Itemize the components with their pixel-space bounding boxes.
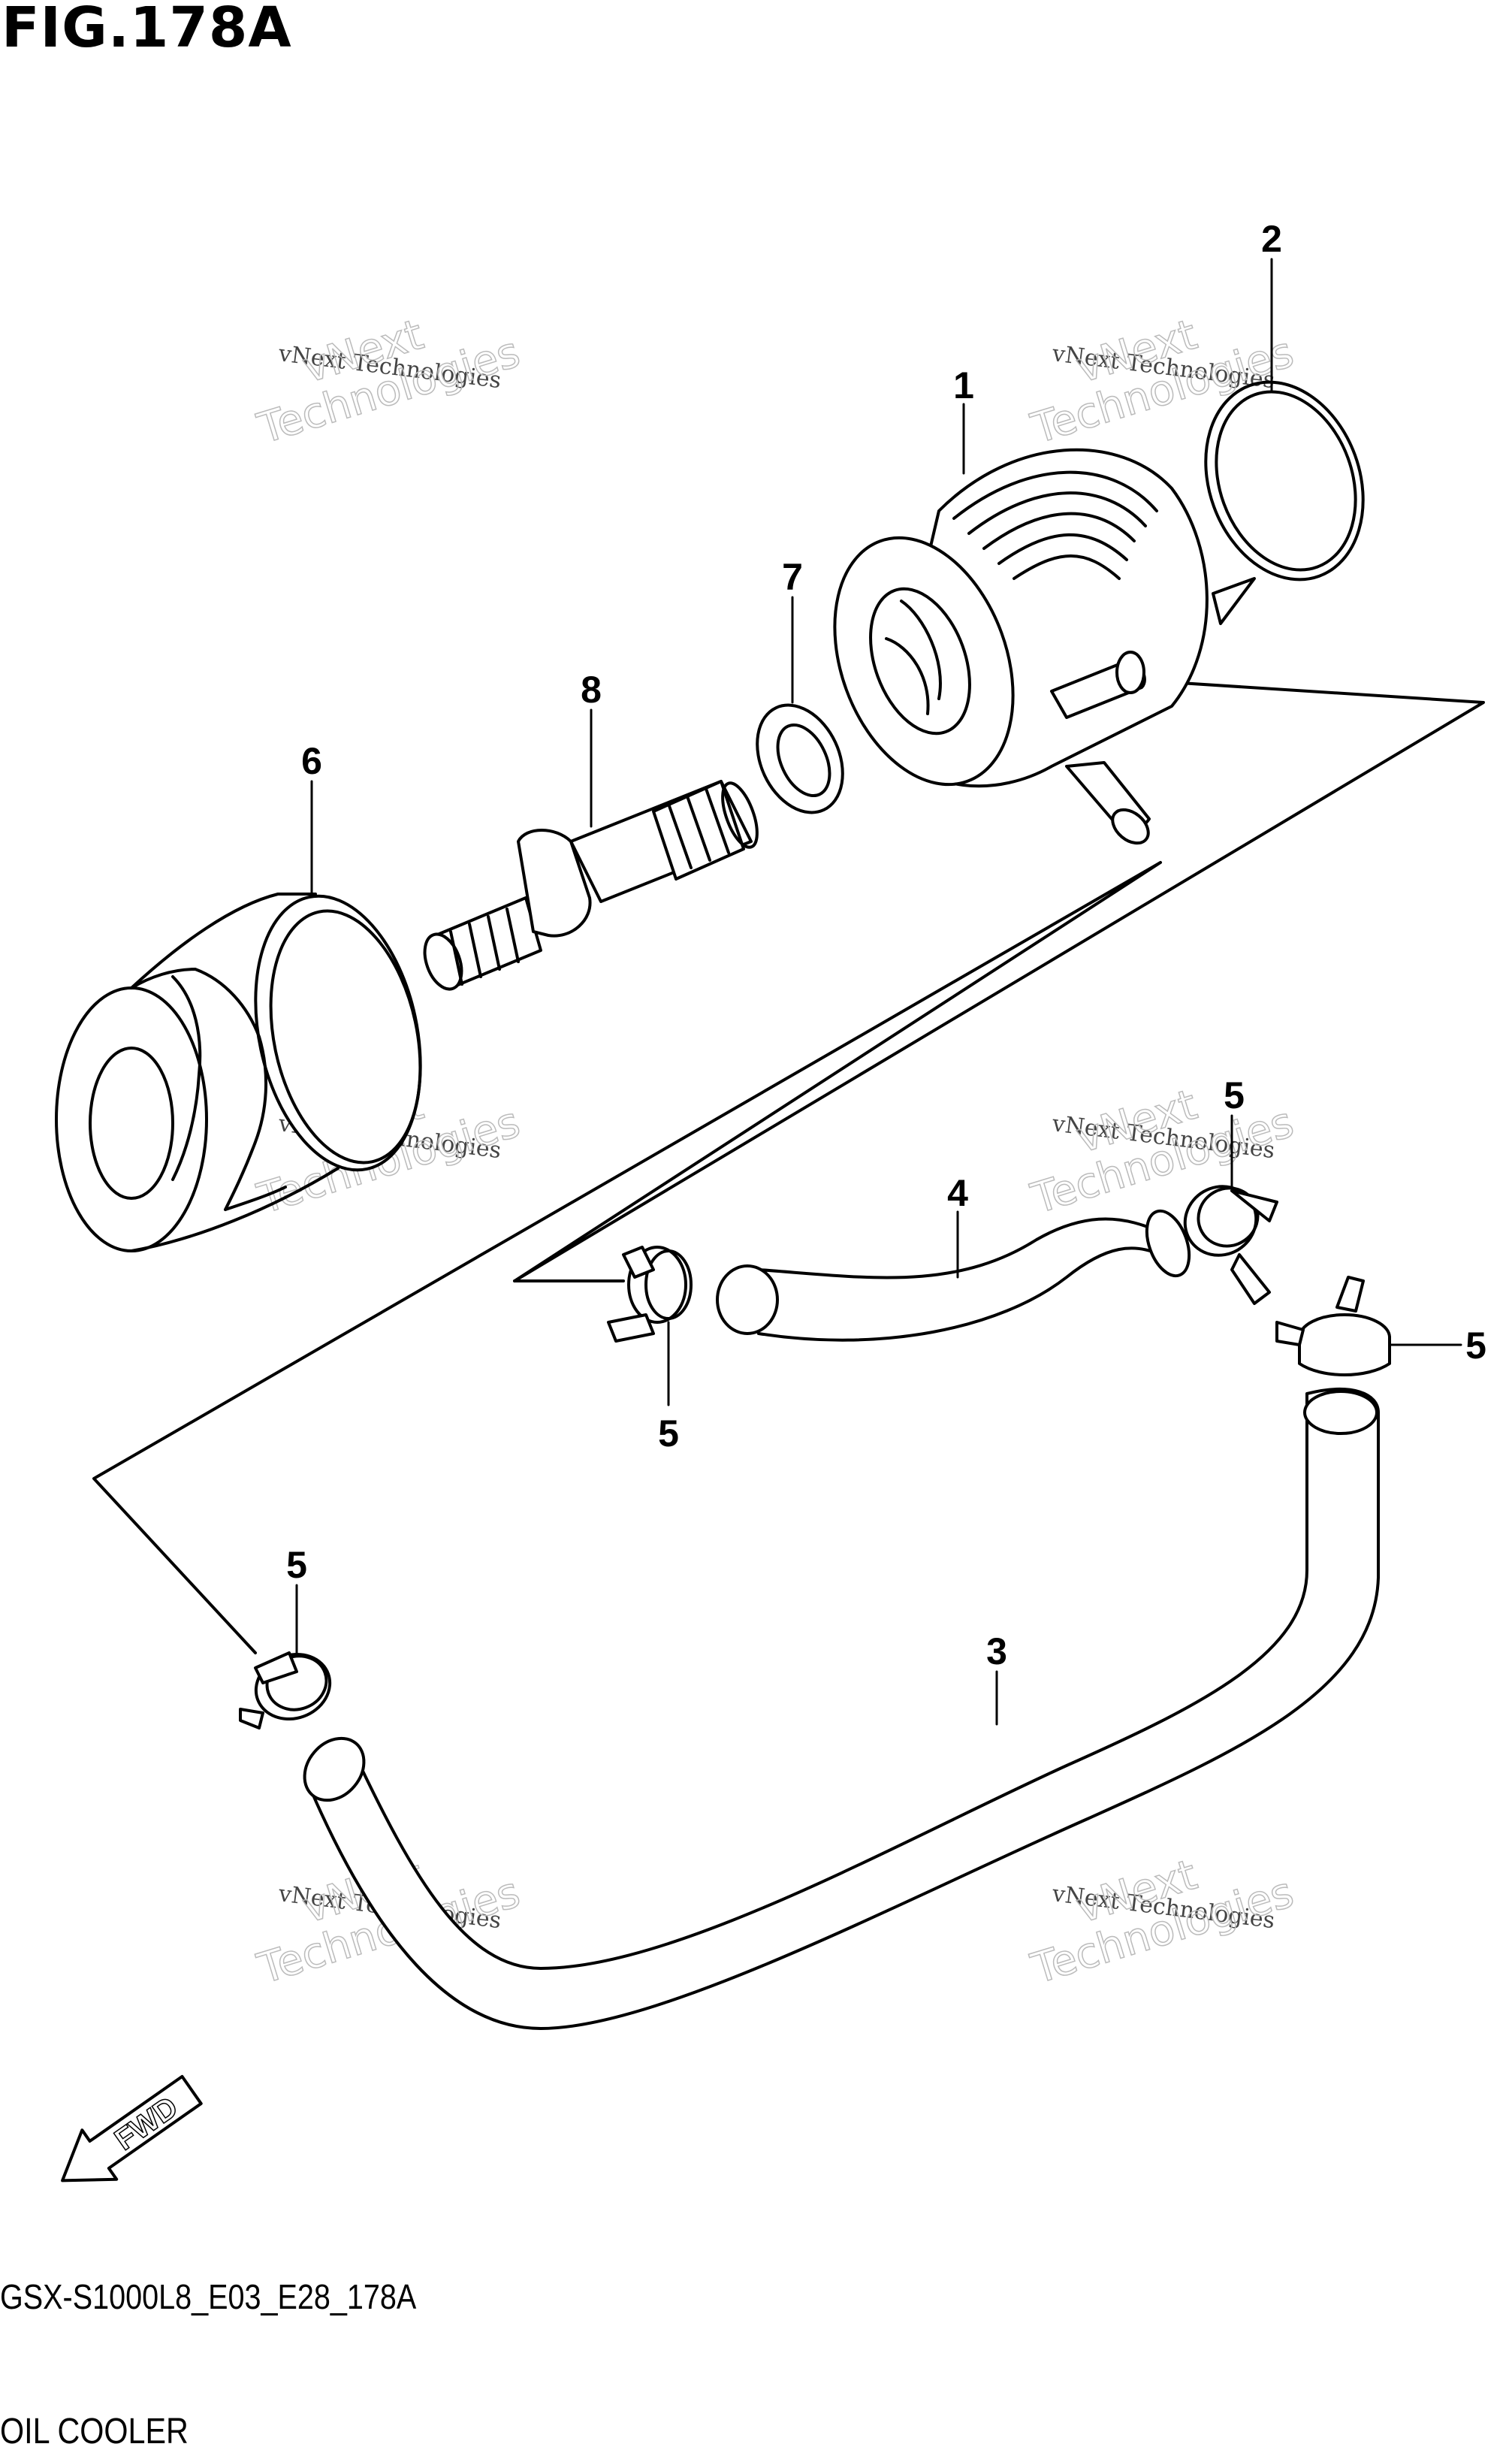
figure-code: GSX-S1000L8_E03_E28_178A	[0, 2277, 417, 2316]
hose-clamp-b	[1183, 1185, 1278, 1305]
callout-4: 4	[947, 1172, 968, 1214]
hose-clamp-c	[1275, 1276, 1391, 1376]
callout-5-a: 5	[1224, 1074, 1245, 1116]
callout-1: 1	[953, 364, 974, 406]
callout-5-b: 5	[658, 1412, 679, 1455]
hose-clamp-d	[239, 1651, 332, 1729]
hose-lower	[303, 1388, 1380, 2030]
o-ring-small	[756, 703, 844, 814]
fwd-arrow: FWD	[61, 2074, 203, 2183]
hose-clamp-a	[607, 1246, 693, 1343]
assembly-phantom-lines	[92, 679, 1485, 1654]
callout-5-c: 5	[1465, 1325, 1486, 1367]
figure-title: FIG.178A	[2, 0, 292, 60]
leader-lines	[295, 258, 1462, 1726]
oil-cooler-bolt	[423, 780, 759, 991]
callout-5-d: 5	[286, 1544, 307, 1586]
oil-cooler	[833, 448, 1256, 845]
oil-filter	[55, 893, 422, 1252]
callout-7: 7	[782, 556, 803, 598]
callout-8: 8	[581, 669, 602, 711]
callout-3: 3	[986, 1630, 1007, 1672]
figure-name: OIL COOLER	[0, 2412, 189, 2451]
callout-6: 6	[301, 740, 322, 782]
callouts: 1 2 3 4 5 5 5 5 6 7 8	[286, 218, 1486, 1672]
callout-2: 2	[1261, 218, 1282, 260]
hose-upper	[716, 1209, 1191, 1342]
o-ring-large	[1204, 380, 1365, 582]
